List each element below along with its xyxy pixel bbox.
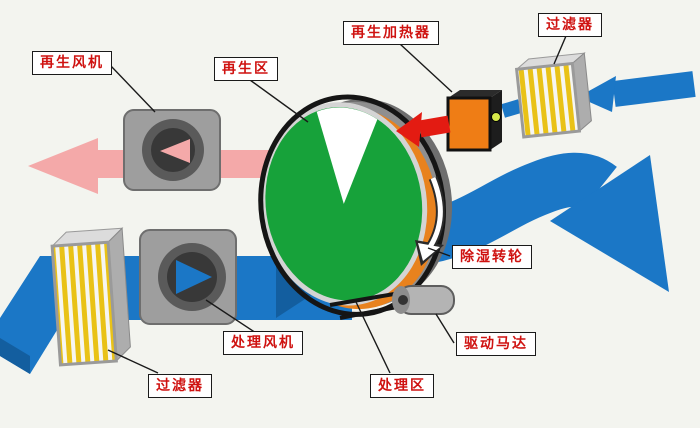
rotation-arrow-icon xyxy=(415,176,445,266)
heater-indicator-light xyxy=(491,112,501,122)
desiccant-wheel xyxy=(258,94,453,317)
filter-pleated-media xyxy=(514,61,582,139)
process-air-inlet-elbow xyxy=(0,256,62,374)
regen-exhaust-arrowhead xyxy=(28,138,98,194)
hot-air-band xyxy=(418,115,451,138)
regen-fan xyxy=(123,109,221,191)
label-process-fan: 处理风机 xyxy=(223,331,303,355)
label-filter-bottom: 过滤器 xyxy=(148,374,212,398)
drive-motor xyxy=(329,285,455,320)
heater-front-panel xyxy=(446,96,492,152)
callout-drive-motor xyxy=(435,313,455,344)
label-drive-motor: 驱动马达 xyxy=(456,332,536,356)
hot-air-arrow xyxy=(396,112,451,147)
filter-top-right xyxy=(514,52,592,139)
process-air-inlet-opening xyxy=(0,338,30,374)
callout-process-zone xyxy=(355,301,391,374)
process-fan xyxy=(139,229,237,325)
rotation-arrow xyxy=(425,177,443,252)
callout-process-fan xyxy=(205,299,257,334)
heater-top-face xyxy=(448,90,502,98)
motor-pulley xyxy=(398,295,408,305)
regen-heater xyxy=(446,90,502,152)
belt-strand-top xyxy=(329,291,401,307)
callout-filter-top xyxy=(553,35,567,65)
callout-regen-zone xyxy=(249,79,309,123)
filter-to-heater-band xyxy=(501,99,522,118)
fan-inner-arrowhead xyxy=(160,139,190,163)
process-air-outlet-band xyxy=(414,152,617,265)
wheel-regen-sector xyxy=(316,107,378,204)
label-regen-heater: 再生加热器 xyxy=(343,21,439,45)
regen-intake-arrowhead xyxy=(578,76,616,112)
callout-filter-bottom xyxy=(107,349,159,374)
label-process-zone: 处理区 xyxy=(370,374,434,398)
rotation-arrowhead xyxy=(418,243,440,261)
callout-regen-fan xyxy=(109,64,156,113)
regen-intake-arrow xyxy=(501,71,696,118)
process-air-outlet-arrowhead xyxy=(550,155,669,292)
callout-regen-heater xyxy=(399,43,453,93)
hot-air-arrowhead xyxy=(396,112,422,147)
belt-strand-bottom xyxy=(339,304,403,320)
label-regen-zone: 再生区 xyxy=(214,57,278,81)
label-regen-fan: 再生风机 xyxy=(32,51,112,75)
fan-inner-arrowhead xyxy=(176,260,212,294)
filter-pleated-media xyxy=(50,240,118,367)
label-wheel: 除湿转轮 xyxy=(452,245,532,269)
label-filter-top: 过滤器 xyxy=(538,13,602,37)
filter-bottom-left xyxy=(50,227,131,367)
callout-lines xyxy=(107,35,567,374)
regen-intake-band xyxy=(612,71,696,107)
callout-wheel xyxy=(427,247,451,257)
